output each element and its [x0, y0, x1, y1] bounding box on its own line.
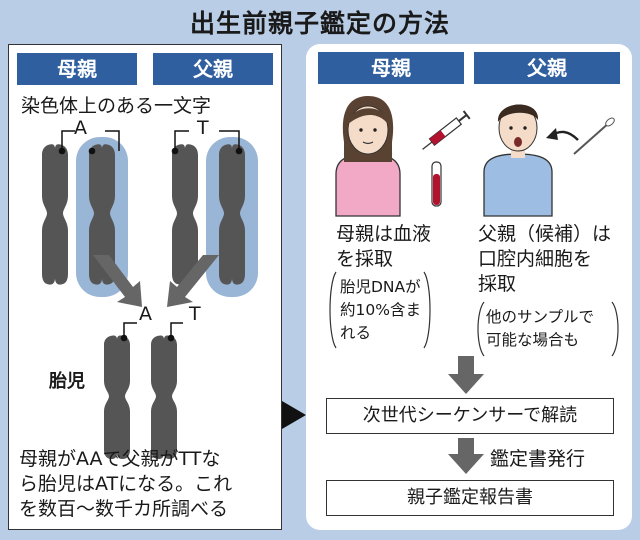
- caption: 染色体上のある一文字: [21, 95, 212, 117]
- step-sequencer: 次世代シーケンサーで解読: [326, 398, 614, 434]
- step-report: 親子鑑定報告書: [326, 480, 614, 516]
- chromosome-fetus-1: [104, 335, 130, 459]
- mother-note-3: れる: [340, 324, 372, 342]
- mother-text-2: を採取: [336, 248, 394, 270]
- right-panel: 母親 父親: [306, 44, 632, 530]
- chromosome-fetus-2: [151, 335, 177, 459]
- arrow-father-to-fetus: [167, 255, 219, 307]
- letter-father: T: [197, 117, 209, 139]
- father-text-3: 採取: [478, 273, 517, 295]
- description-line-2: ら胎児はATになる。これ: [19, 473, 233, 495]
- tab-mother-left: 母親: [17, 53, 137, 85]
- father-note-1: 他のサンプルで: [486, 308, 595, 326]
- left-panel: 母親 父親 染色体上のある一文字: [8, 44, 282, 530]
- chromosome-mother-1: [42, 144, 68, 285]
- people-illustration: [329, 96, 619, 474]
- chromosome-diagram: [42, 130, 258, 459]
- tab-mother-right: 母親: [318, 52, 464, 84]
- tab-father-right: 父親: [474, 52, 620, 84]
- connector-arrow: [282, 401, 306, 429]
- tab-father-left: 父親: [153, 53, 273, 85]
- fetus-letter-t: T: [189, 303, 201, 325]
- fetus-label: 胎児: [49, 371, 85, 392]
- father-note-2: 可能な場合も: [486, 331, 580, 349]
- father-text-2: 口腔内細胞を: [478, 248, 593, 270]
- syringe-icon: [422, 110, 471, 150]
- arrow-to-report: [448, 438, 484, 474]
- arrow-to-sequencer: [448, 356, 484, 394]
- description-line-1: 母親がAAで父親がTTな: [19, 448, 221, 470]
- letter-mother: A: [74, 117, 87, 139]
- page-title: 出生前親子鑑定の方法: [189, 9, 450, 38]
- blood-tube-icon: [431, 161, 442, 207]
- mother-figure: [335, 96, 401, 217]
- mother-note-2: 約10%含ま: [340, 301, 421, 319]
- description-line-3: を数百〜数千カ所調べる: [19, 498, 229, 520]
- mother-text-1: 母親は血液: [336, 223, 432, 245]
- father-text-1: 父親（候補）は: [478, 223, 612, 245]
- arrow-mother-to-fetus: [93, 255, 142, 307]
- father-figure: [483, 104, 553, 217]
- fetus-letter-a: A: [139, 303, 152, 325]
- mother-note-1: 胎児DNAが: [340, 278, 421, 296]
- step-issue-label: 鑑定書発行: [490, 448, 586, 470]
- swab-icon: [573, 117, 615, 155]
- chromosome-father-1: [172, 144, 198, 285]
